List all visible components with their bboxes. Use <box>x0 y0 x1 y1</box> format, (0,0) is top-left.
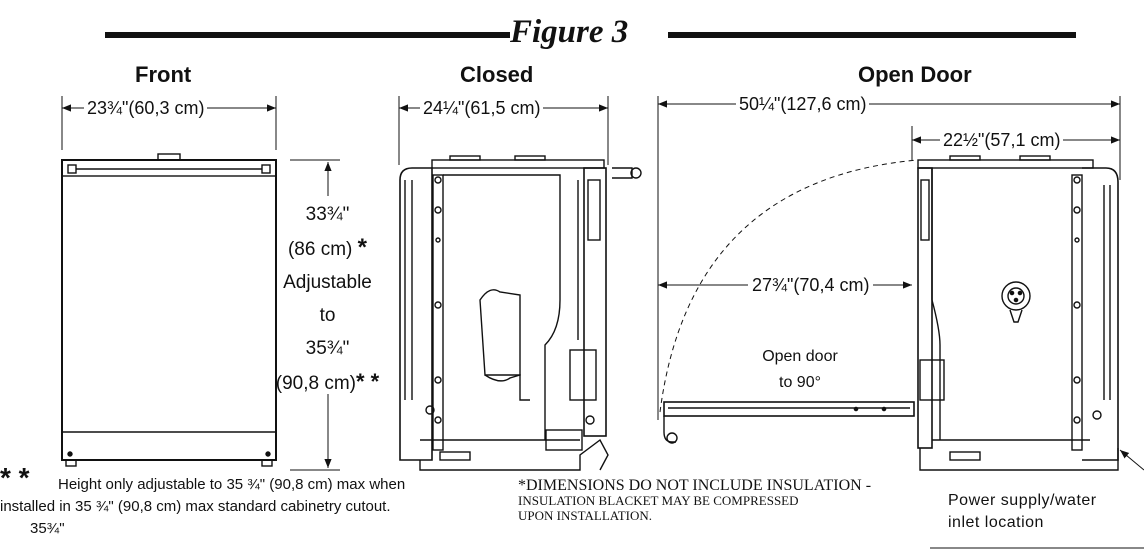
open-door-label-line2: to 90° <box>779 374 821 391</box>
insulation-note: *Dimensions do not include insulation - … <box>518 477 872 524</box>
title-rule-right <box>668 32 1076 38</box>
open-view-title: Open Door <box>858 62 972 87</box>
height-min-cm: (86 cm) <box>287 239 353 260</box>
front-view-title: Front <box>135 62 192 87</box>
closed-width-dimension: 24¼"(61,5 cm) <box>420 98 544 119</box>
open-view-drawing <box>657 96 1144 549</box>
open-door-label-line1: Open door <box>762 348 838 365</box>
insulation-note-line1: *Dimensions do not include insulation - <box>518 477 872 494</box>
height-note-line3: 35¾" <box>30 520 65 536</box>
front-height-dimension: 33¾" (86 cm) * Adjustable to 35¾" (90,8 … <box>270 198 385 400</box>
title-rule-left <box>105 32 510 38</box>
closed-view-drawing <box>398 96 642 471</box>
front-width-dimension: 23¾"(60,3 cm) <box>84 98 208 119</box>
height-note-line1: Height only adjustable to 35 ¾" (90,8 cm… <box>58 476 406 493</box>
figure-title-bar: Figure 3 <box>0 10 1144 50</box>
height-max-cm: (90,8 cm) <box>275 373 356 394</box>
height-max-inches: 35¾" <box>305 338 350 359</box>
power-supply-callout: Power supply/water inlet location <box>948 490 1097 534</box>
closed-view-title: Closed <box>460 62 534 87</box>
height-to-label: to <box>319 305 336 326</box>
figure-title: Figure 3 <box>510 14 629 50</box>
front-view-drawing <box>61 96 340 471</box>
open-swing-dimension: 27¾"(70,4 cm) <box>748 275 874 296</box>
callout-line1: Power supply/water <box>948 492 1097 509</box>
open-body-dimension: 22½"(57,1 cm) <box>940 130 1064 151</box>
insulation-note-line3: upon installation. <box>518 508 653 523</box>
insulation-note-line2: insulation blacket may be compressed <box>518 493 799 508</box>
footnote-double-star: * * <box>0 462 30 493</box>
height-adjustable-label: Adjustable <box>283 272 372 293</box>
open-door-label: Open door to 90° <box>745 344 855 396</box>
height-note-line2: installed in 35 ¾" (90,8 cm) max standar… <box>0 498 391 515</box>
height-min-star: * <box>357 234 368 261</box>
callout-line2: inlet location <box>948 514 1044 531</box>
height-min-inches: 33¾" <box>305 204 350 225</box>
open-overall-dimension: 50¼"(127,6 cm) <box>736 94 870 115</box>
height-max-stars: * * <box>356 369 380 394</box>
